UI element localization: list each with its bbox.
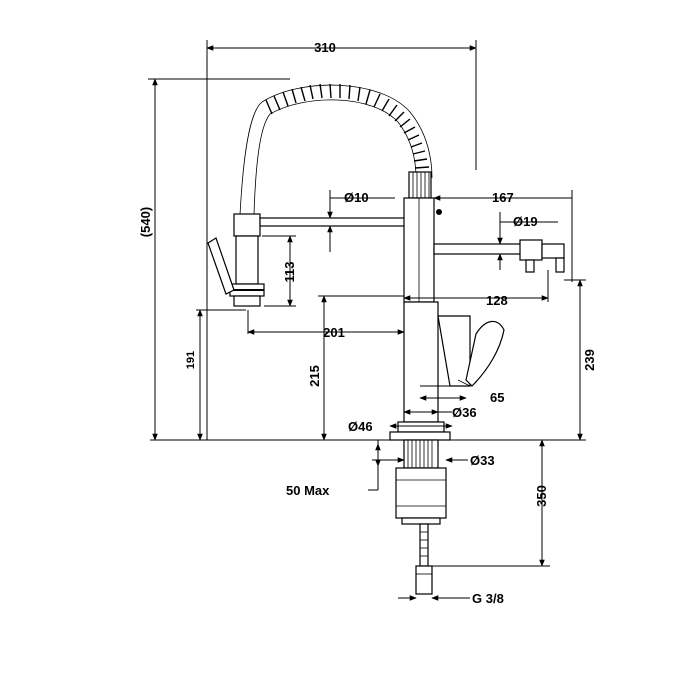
spring-coil-inner <box>269 99 417 179</box>
spray-head-tip <box>233 295 261 307</box>
dimension-lines <box>148 40 586 601</box>
right-spout-head <box>519 239 543 261</box>
spray-arm <box>259 217 411 227</box>
dim-label-d33: Ø33 <box>470 453 495 468</box>
supply-hose-bands <box>420 531 428 557</box>
dimension-labels: 310 (540) Ø10 167 Ø19 113 128 201 191 21… <box>138 40 597 606</box>
dim-label-191: 191 <box>185 351 197 369</box>
dim-label-d19: Ø19 <box>513 214 538 229</box>
spray-head-body <box>235 235 259 285</box>
mixer-handle-base <box>437 315 471 387</box>
base-collar <box>397 421 445 433</box>
dim-label-310: 310 <box>314 40 336 55</box>
dim-label-215: 215 <box>307 365 322 387</box>
base-plate <box>389 431 451 441</box>
dim-label-350: 350 <box>534 485 549 507</box>
faucet-outline <box>150 83 586 595</box>
dim-label-239: 239 <box>582 349 597 371</box>
dim-label-50max: 50 Max <box>286 483 330 498</box>
supply-fitting <box>415 565 433 595</box>
dim-label-d36: Ø36 <box>452 405 477 420</box>
hose-left <box>239 101 263 216</box>
supply-hose <box>419 523 429 567</box>
dim-label-128: 128 <box>486 293 508 308</box>
dim-label-540: (540) <box>138 207 153 237</box>
spring-housing <box>408 171 432 199</box>
shank-upper <box>403 439 439 469</box>
dim-label-65: 65 <box>490 390 504 405</box>
mixer-handle-lever <box>465 320 505 387</box>
dim-label-d46: Ø46 <box>348 419 373 434</box>
dim-label-d10: Ø10 <box>344 190 369 205</box>
dim-label-113: 113 <box>282 262 297 283</box>
mounting-nut <box>395 467 447 519</box>
spray-head-top <box>233 213 261 237</box>
column-pin <box>436 209 442 215</box>
spring-coil-outer <box>261 84 433 179</box>
mixer-handle-line <box>457 379 471 387</box>
hose-left-inner <box>253 113 271 216</box>
right-spout-arm <box>433 243 523 255</box>
mixer-body <box>403 301 439 423</box>
dim-label-g38: G 3/8 <box>472 591 504 606</box>
shank-thread <box>407 440 433 468</box>
spring-windings <box>265 83 430 169</box>
nut-bottom <box>401 517 441 525</box>
right-spout-tip-c <box>555 257 565 273</box>
dim-label-201: 201 <box>323 325 345 340</box>
right-spout-tip-a <box>525 259 535 273</box>
right-spout-tip-b <box>541 243 565 259</box>
housing-knurl <box>412 172 430 198</box>
spray-lever <box>207 237 235 295</box>
dim-label-167: 167 <box>492 190 514 205</box>
